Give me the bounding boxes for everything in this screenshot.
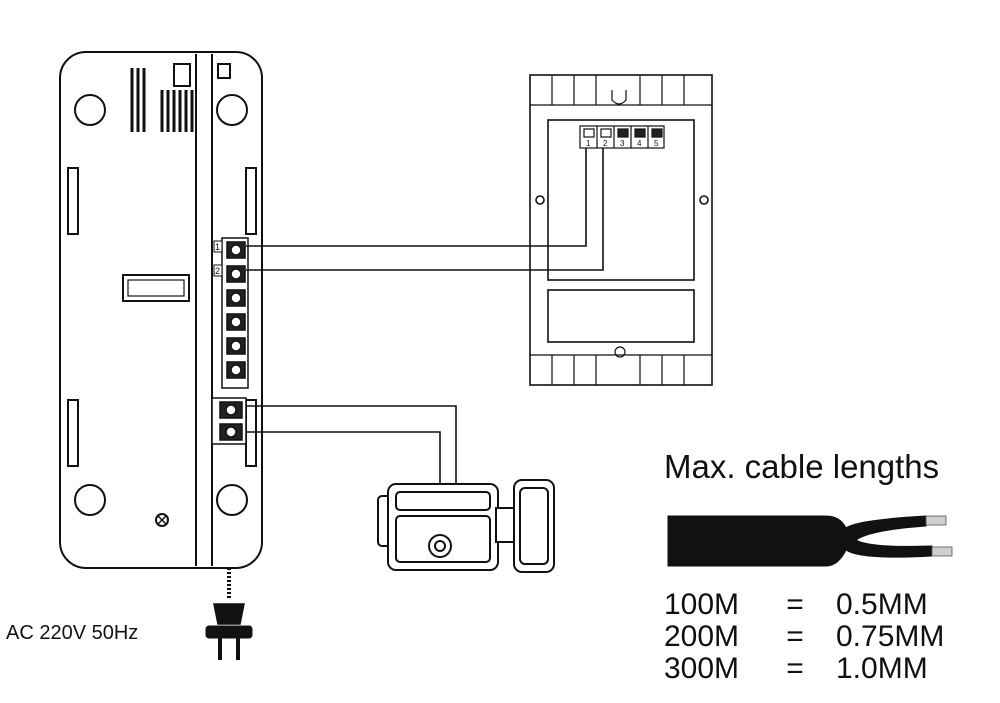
wire-gauge: 0.75MM — [836, 620, 945, 653]
mounting-hole — [74, 94, 106, 126]
cable-spec-row: 200M = 0.75MM — [664, 620, 944, 654]
indoor-terminal-block — [213, 237, 249, 389]
cable-length: 200M — [664, 620, 740, 653]
outdoor-terminal-number: 3 — [620, 139, 625, 148]
lock-terminal-block — [211, 397, 247, 445]
power-supply-label: AC 220V 50Hz — [6, 622, 139, 644]
outdoor-terminal-number: 4 — [637, 139, 642, 148]
outdoor-terminal-number: 5 — [654, 139, 659, 148]
outdoor-unit — [529, 74, 713, 386]
outdoor-terminal-number: 1 — [586, 139, 591, 148]
screw-icon — [699, 195, 709, 205]
equals-sign: = — [786, 588, 804, 621]
cable-length: 100M — [664, 588, 740, 621]
indoor-terminal-number: 2 — [215, 266, 220, 276]
equals-sign: = — [786, 620, 804, 653]
cable-spec-row: 100M = 0.5MM — [664, 588, 928, 622]
screw-icon — [535, 195, 545, 205]
mounting-hole — [216, 94, 248, 126]
outdoor-terminal-block — [579, 125, 665, 149]
power-plug-icon — [205, 568, 253, 660]
center-slot — [122, 274, 190, 302]
cable-icon — [667, 515, 953, 567]
outdoor-terminal-number: 2 — [603, 139, 608, 148]
indoor-terminal-number: 1 — [215, 242, 220, 252]
cable-lengths-title: Max. cable lengths — [664, 448, 940, 485]
equals-sign: = — [786, 652, 804, 685]
cable-length: 300M — [664, 652, 740, 685]
wire-gauge: 0.5MM — [836, 588, 928, 621]
mounting-hole — [74, 484, 106, 516]
wire-gauge: 1.0MM — [836, 652, 928, 685]
connection-wires — [246, 148, 604, 486]
electric-lock-icon — [377, 479, 555, 573]
screw-icon — [155, 513, 169, 527]
cable-spec-row: 300M = 1.0MM — [664, 652, 928, 686]
mounting-hole — [216, 484, 248, 516]
